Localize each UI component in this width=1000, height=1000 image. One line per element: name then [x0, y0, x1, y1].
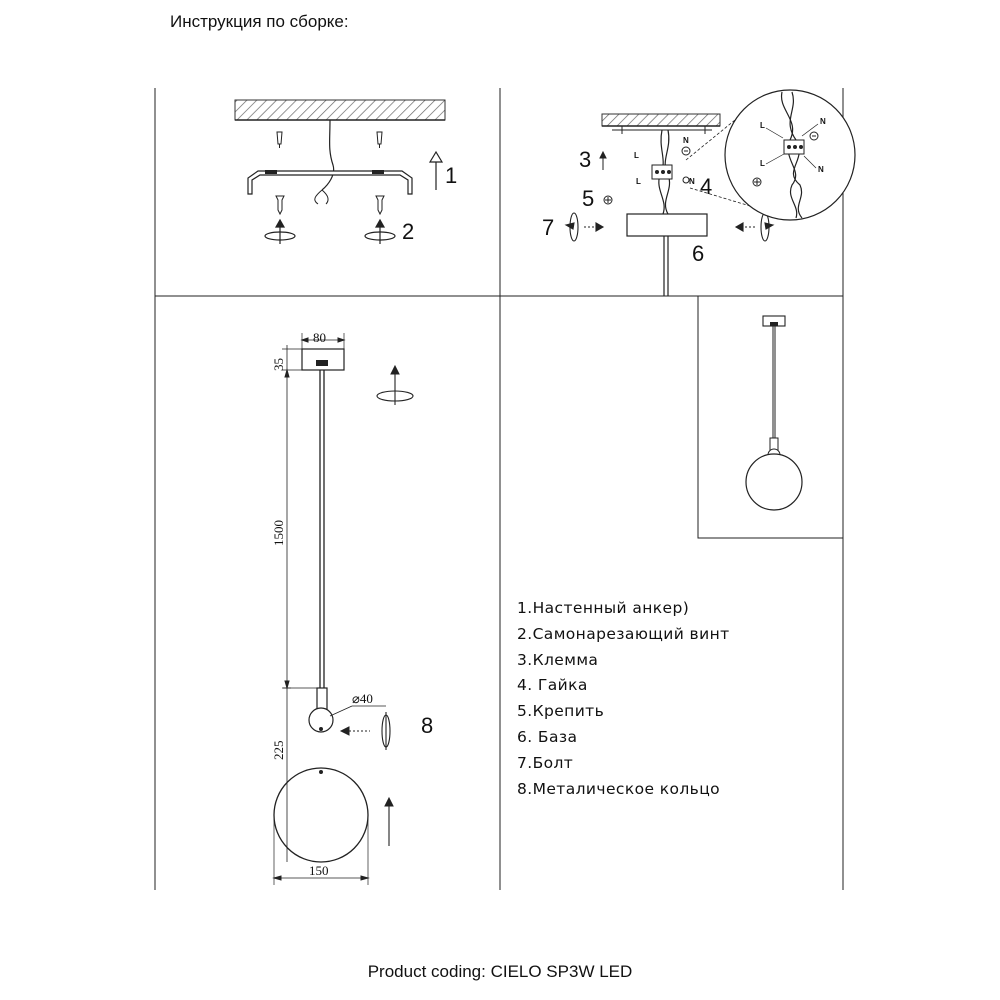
step-5-label: 5 — [582, 186, 594, 211]
legend-item: 6. База — [517, 727, 578, 746]
panel-grid — [154, 88, 844, 890]
dim-ring-diameter: ⌀40 — [352, 691, 373, 706]
base-plate — [626, 213, 708, 237]
dim-base-height: 35 — [271, 358, 286, 371]
wire-label-l: L — [636, 177, 641, 186]
product-coding: Product coding: CIELO SP3W LED — [367, 962, 633, 981]
dim-lower-length: 225 — [271, 741, 286, 761]
page-title: Инструкция по сборке: — [170, 12, 349, 31]
legend-item: 1.Настенный анкер) — [517, 599, 690, 617]
panel-bracket-mounting — [234, 99, 446, 244]
step-7-label: 7 — [542, 215, 554, 240]
step-2-label: 2 — [402, 219, 414, 244]
wire-label-n: N — [820, 117, 826, 126]
step-6-label: 6 — [692, 241, 704, 266]
wire-label-l: L — [634, 151, 639, 160]
arrow-up-icon — [428, 150, 444, 190]
wire-label-l: L — [760, 159, 765, 168]
finished-lamp-preview — [745, 315, 803, 511]
panel-wiring — [564, 89, 856, 296]
wall-anchor-icon — [276, 131, 383, 148]
arrow-right-icon — [584, 222, 755, 232]
legend-item: 2.Самонарезающий винт — [517, 624, 730, 643]
wire-label-l: L — [760, 121, 765, 130]
step-4-label: 4 — [700, 174, 712, 199]
detail-zoom-circle — [724, 89, 856, 221]
panel-dimensions — [272, 333, 414, 885]
dim-base-width: 80 — [313, 330, 326, 345]
legend-item: 4. Гайка — [517, 676, 588, 695]
wire-label-n: N — [818, 165, 824, 174]
dim-globe-diameter: 150 — [309, 863, 329, 878]
parts-legend: 1.Настенный анкер) 2.Самонарезающий винт… — [517, 596, 730, 802]
screw-icon — [275, 195, 385, 216]
wire-label-n: N — [683, 136, 689, 145]
dim-cord-length: 1500 — [271, 520, 286, 546]
legend-item: 7.Болт — [517, 753, 574, 772]
step-8-label: 8 — [421, 713, 433, 738]
legend-item: 5.Крепить — [517, 702, 605, 721]
rotate-arrow-icon — [264, 218, 396, 244]
step-3-label: 3 — [579, 147, 591, 172]
legend-item: 3.Клемма — [517, 650, 599, 669]
step-1-label: 1 — [445, 163, 457, 188]
wire-label-n: N — [689, 177, 695, 186]
arrow-up-icon — [599, 150, 607, 170]
mounting-bracket — [247, 170, 413, 195]
legend-item: 8.Металическое кольцо — [517, 779, 721, 798]
